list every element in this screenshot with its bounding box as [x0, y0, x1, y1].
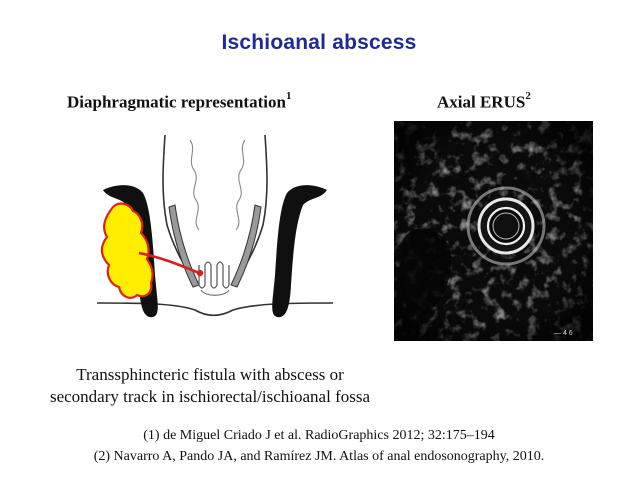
diagram-heading-ref: 1 — [285, 90, 292, 102]
erus-probe-core — [492, 212, 520, 240]
fistula-track — [138, 251, 200, 275]
erus-abscess-region — [399, 228, 451, 317]
internal-sphincter-right — [230, 204, 262, 288]
erus-heading-text: Axial ERUS — [437, 92, 526, 112]
erus-scale-label: — 4 6 — [554, 330, 573, 337]
figure-caption: Transsphincteric fistula with abscess or… — [0, 364, 420, 408]
caption-line-1: Transsphincteric fistula with abscess or — [76, 365, 344, 384]
abscess — [100, 202, 154, 299]
internal-sphincter-left — [168, 204, 200, 288]
reference-2: (2) Navarro A, Pando JA, and Ramírez JM.… — [93, 449, 545, 464]
external-sphincter-right — [272, 185, 327, 318]
mucosa-right — [235, 139, 246, 231]
erus-heading-ref: 2 — [525, 90, 531, 102]
diagram-heading: Diaphragmatic representation1 — [67, 90, 292, 113]
mucosa-left — [189, 139, 200, 231]
erus-heading: Axial ERUS2 — [437, 90, 531, 113]
skin-line — [96, 302, 334, 317]
anal-canal-diagram — [96, 134, 334, 318]
caption-line-2: secondary track in ischiorectal/ischioan… — [49, 387, 371, 406]
internal-opening — [196, 269, 204, 277]
erus-outer-ring — [466, 186, 546, 266]
anal-columns — [198, 261, 230, 296]
diagram-heading-text: Diaphragmatic representation — [67, 92, 286, 112]
reference-1: (1) de Miguel Criado J et al. RadioGraph… — [143, 428, 495, 443]
references: (1) de Miguel Criado J et al. RadioGraph… — [0, 425, 638, 467]
slide-title: Ischioanal abscess — [221, 31, 417, 54]
erus-image: — 4 6 — [394, 121, 593, 341]
